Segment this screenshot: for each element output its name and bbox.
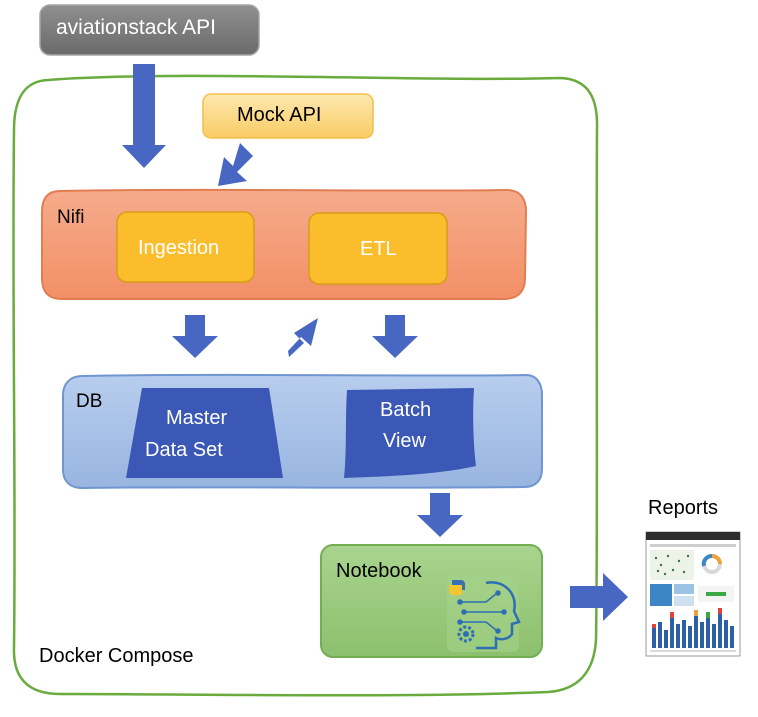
master-data-set-shape: [126, 388, 283, 478]
master-line1-label: Master: [166, 407, 228, 429]
etl-box: [308, 212, 448, 285]
source-api-label: aviationstack API: [56, 16, 216, 39]
reports-thumbnail: [645, 531, 741, 657]
arrow-notebook-to-reports: [570, 573, 628, 621]
mock-api-box: [202, 93, 374, 139]
mock-api-label: Mock API: [237, 104, 322, 126]
arrow-ingestion-to-db: [172, 315, 218, 358]
master-line2-label: Data Set: [145, 439, 223, 461]
nifi-label: Nifi: [57, 207, 85, 228]
ingestion-box: [116, 211, 255, 283]
arrow-batch-to-notebook: [417, 493, 463, 537]
db-label: DB: [76, 391, 103, 412]
arrow-etl-to-db: [372, 315, 418, 358]
docker-compose-label: Docker Compose: [39, 645, 194, 667]
notebook-label: Notebook: [336, 560, 422, 582]
nifi-container: [41, 188, 528, 301]
etl-label: ETL: [360, 238, 397, 260]
batch-line1-label: Batch: [380, 399, 432, 421]
arrow-mock-to-nifi: [218, 143, 253, 186]
ai-notebook-icon: [447, 574, 521, 652]
arrow-db-to-etl: [288, 318, 318, 357]
ingestion-label: Ingestion: [138, 237, 220, 259]
reports-label: Reports: [648, 497, 719, 519]
arrow-source-to-nifi: [122, 64, 166, 168]
source-api-box: [39, 4, 260, 56]
batch-line2-label: View: [383, 430, 426, 452]
batch-view-shape: [344, 388, 476, 478]
docker-compose-container: [12, 74, 599, 697]
